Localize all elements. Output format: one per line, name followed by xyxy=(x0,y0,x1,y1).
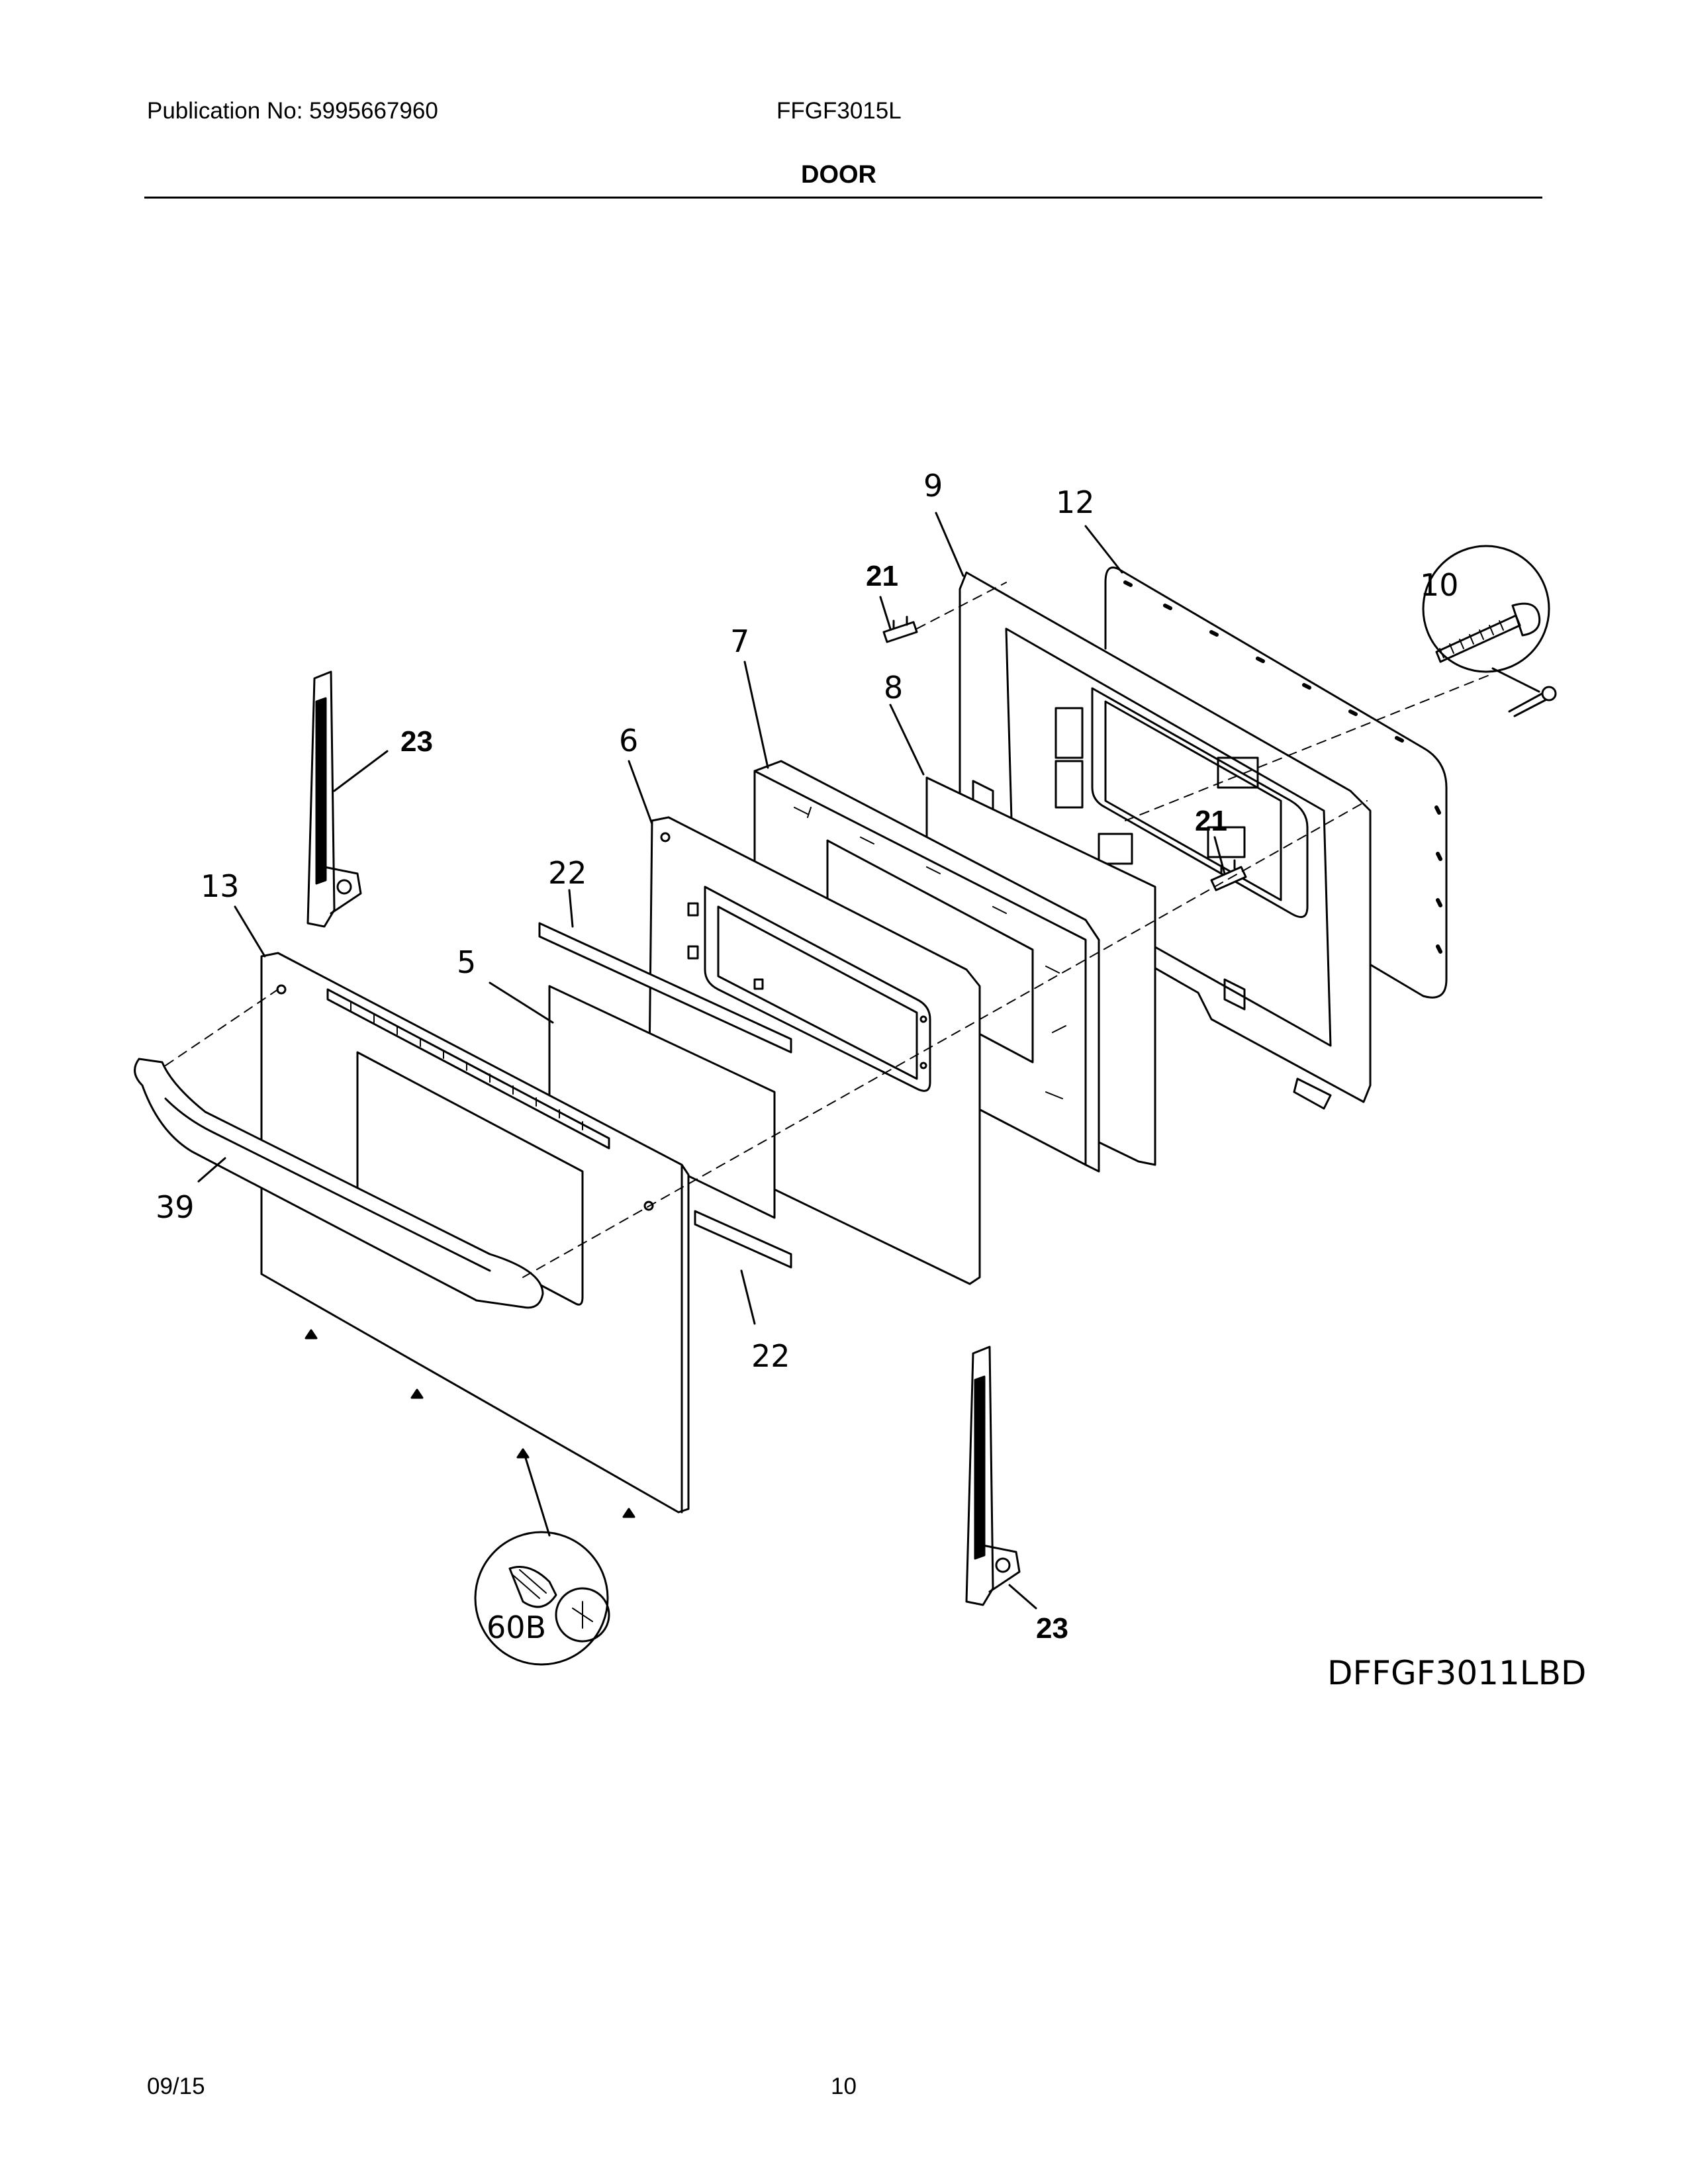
diagram-code: DFFGF3011LBD xyxy=(1327,1654,1586,1692)
callout-5: 5 xyxy=(457,944,476,980)
callout-13: 13 xyxy=(201,868,240,904)
part-12-gasket xyxy=(1104,567,1448,999)
part-23-hinge-top xyxy=(306,670,362,928)
callout-7: 7 xyxy=(730,623,749,659)
callout-23-bottom: 23 xyxy=(1036,1612,1068,1645)
page-number: 10 xyxy=(831,2073,857,2099)
callout-8: 8 xyxy=(884,670,903,705)
callout-12: 12 xyxy=(1056,484,1095,520)
callout-39: 39 xyxy=(156,1189,195,1225)
callout-10: 10 xyxy=(1420,567,1459,603)
publication-number: Publication No: 5995667960 xyxy=(147,98,438,124)
model-number: FFGF3015L xyxy=(776,98,902,124)
part-5-outer-glass xyxy=(548,985,776,1219)
callout-22-top: 22 xyxy=(548,855,587,891)
header-rule xyxy=(144,197,1542,199)
part-60b-detail xyxy=(474,1531,610,1666)
callout-6: 6 xyxy=(619,723,638,758)
part-9-inner-door xyxy=(959,571,1372,1110)
callout-23-top: 23 xyxy=(400,725,433,758)
part-21-clip-top xyxy=(882,615,918,643)
callout-9: 9 xyxy=(923,468,943,504)
part-10-detail xyxy=(1422,545,1557,717)
callout-60b: 60B xyxy=(487,1610,546,1645)
callout-22-bottom: 22 xyxy=(751,1338,790,1374)
callout-21-mid: 21 xyxy=(1195,805,1227,837)
part-22-retainer-bottom xyxy=(694,1210,792,1269)
footer-date: 09/15 xyxy=(147,2073,205,2099)
alignment-lines xyxy=(165,582,1490,1278)
part-23-hinge-bottom xyxy=(965,1345,1021,1606)
callout-21-top: 21 xyxy=(866,560,898,592)
door-screws xyxy=(305,1329,635,1518)
section-title: DOOR xyxy=(801,161,876,189)
part-13-outer-door xyxy=(260,952,690,1514)
leader-lines xyxy=(197,512,1226,1610)
part-22-retainer-top xyxy=(538,922,792,1054)
callout-labels: 9 12 21 10 7 8 23 6 21 22 13 5 39 22 23 … xyxy=(156,468,1586,1692)
